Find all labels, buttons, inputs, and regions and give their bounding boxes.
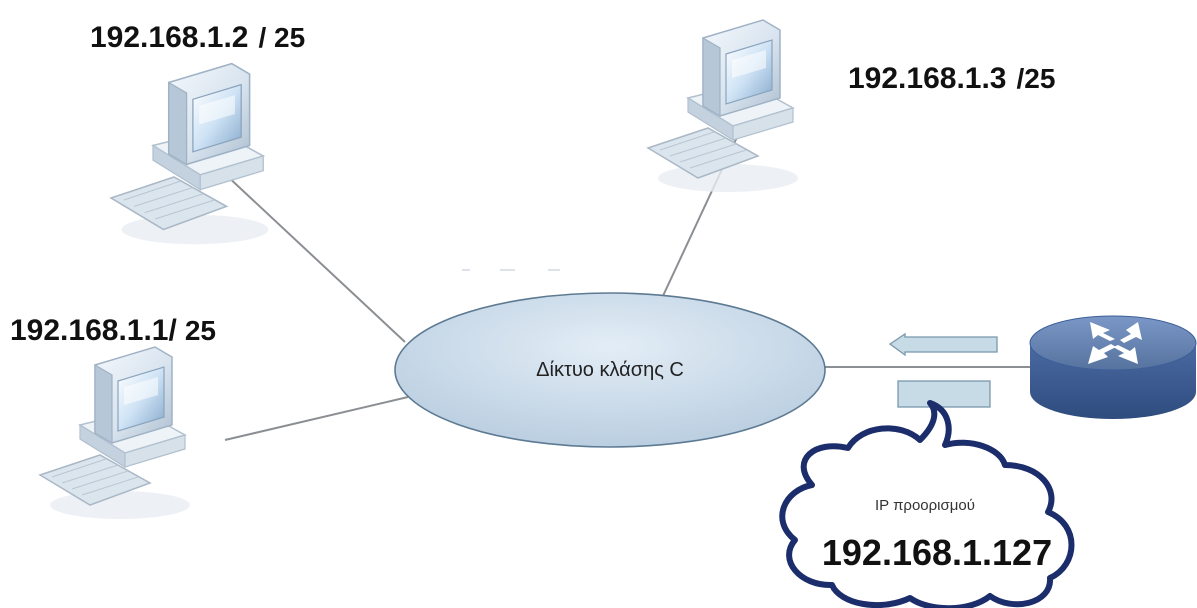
link-host-192-168-1-2 xyxy=(209,159,406,343)
router-icon xyxy=(1029,315,1197,419)
cloud-caption: IP προορισμού xyxy=(875,497,975,514)
network-label: Δίκτυο κλάσης C xyxy=(536,359,684,381)
host-192-168-1-3[interactable]: 192.168.1.3/25 xyxy=(647,19,1055,193)
host-ip: 192.168.1.2 xyxy=(90,21,248,54)
network-cloud[interactable]: Δίκτυο κλάσης C xyxy=(394,292,826,448)
svg-text:192.168.1.1/25: 192.168.1.1/25 xyxy=(10,314,216,347)
packet-arrow-icon xyxy=(888,332,998,357)
host-prefix: /25 xyxy=(1016,63,1055,94)
link-host-192-168-1-1 xyxy=(224,396,409,441)
computer-icon xyxy=(39,346,191,520)
host-prefix: 25 xyxy=(185,315,216,346)
svg-text:192.168.1.3/25: 192.168.1.3/25 xyxy=(848,62,1055,95)
packet-icon xyxy=(897,380,991,408)
host-192-168-1-2[interactable]: 192.168.1.2 / 25 xyxy=(90,21,305,245)
host-prefix: / 25 xyxy=(258,22,305,53)
host-ip: 192.168.1.3 xyxy=(848,62,1006,95)
host-192-168-1-1[interactable]: 192.168.1.1/25 xyxy=(10,314,216,520)
destination-ip-callout: IP προορισμού 192.168.1.127 xyxy=(779,400,1075,608)
cloud-shape xyxy=(779,400,1075,608)
computer-icon xyxy=(647,19,799,193)
cloud-ip: 192.168.1.127 xyxy=(822,532,1052,573)
svg-text:192.168.1.2/ 25: 192.168.1.2 / 25 xyxy=(90,21,305,54)
computer-icon xyxy=(110,62,270,245)
host-ip: 192.168.1.1/ xyxy=(10,314,177,347)
router[interactable] xyxy=(1029,315,1197,419)
